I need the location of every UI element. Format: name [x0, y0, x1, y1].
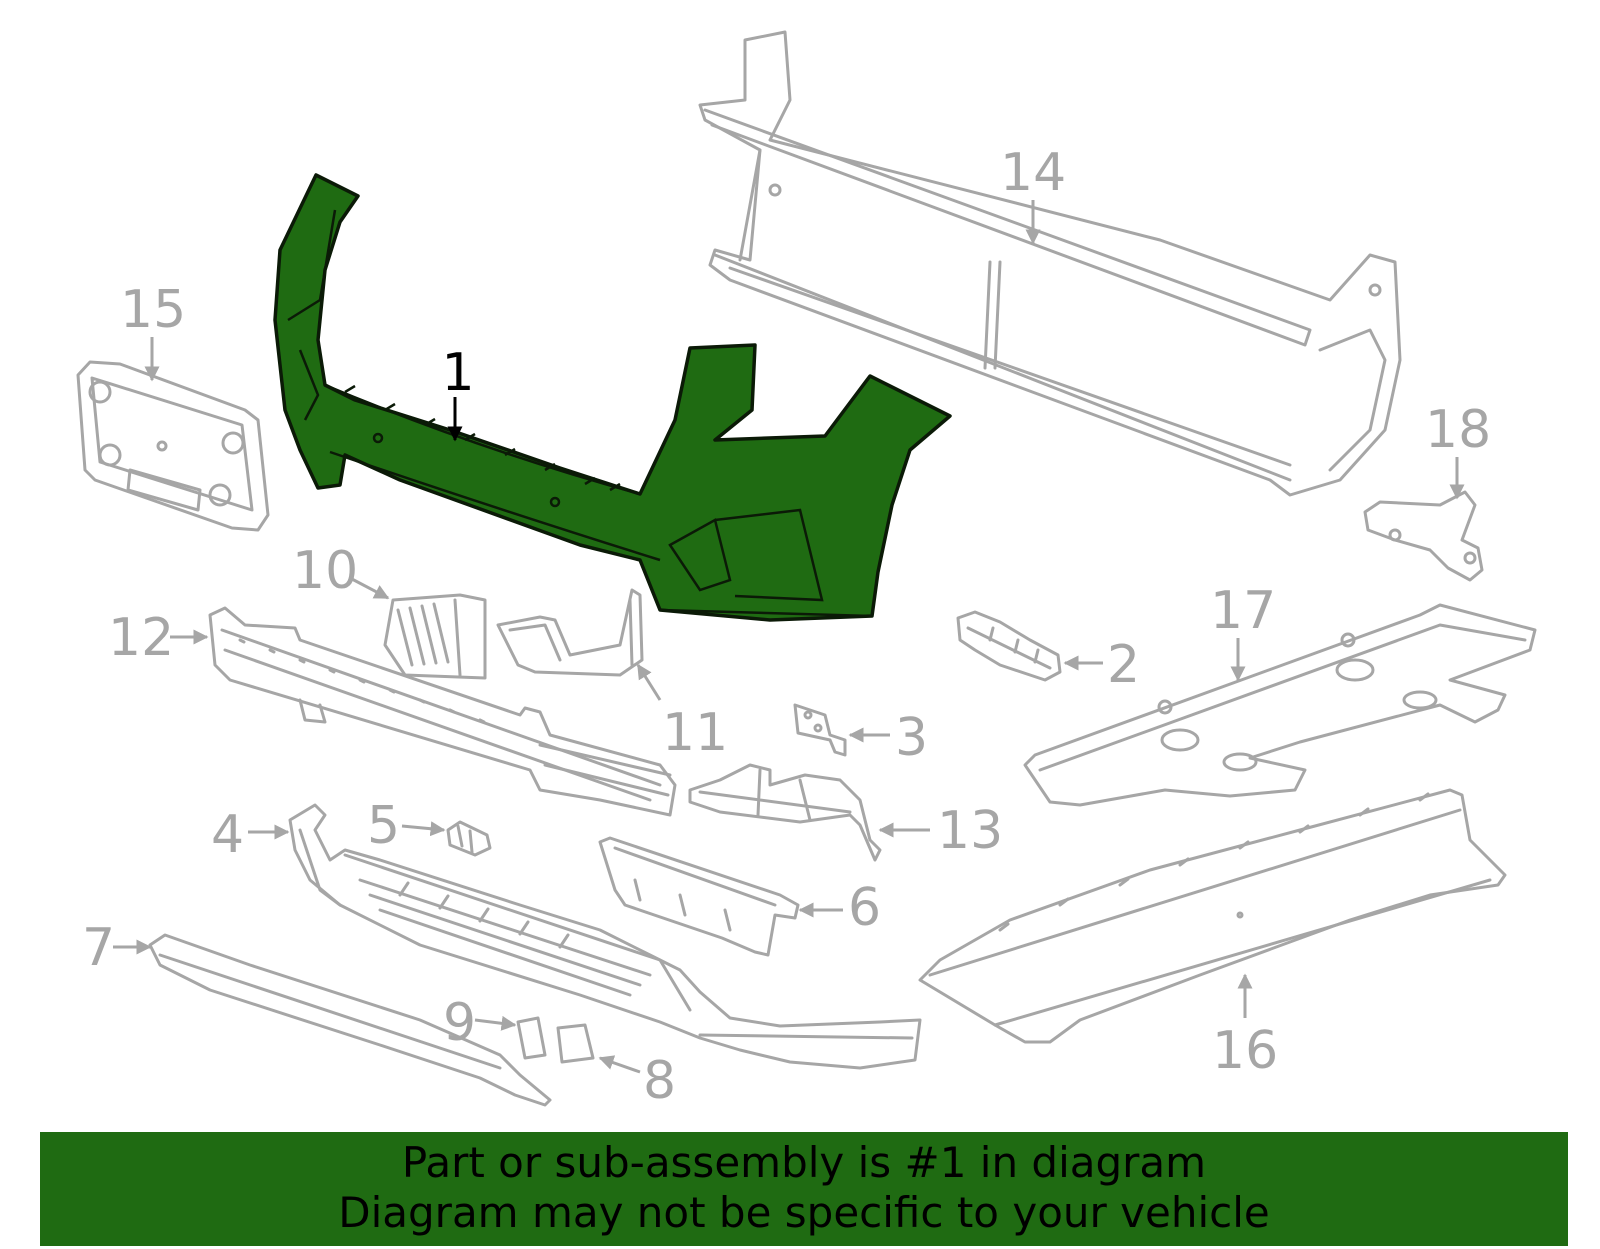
callout-16: 16: [1212, 1021, 1278, 1081]
part-7-molding[interactable]: [148, 933, 552, 1107]
part-17-deflector[interactable]: [1023, 603, 1537, 807]
callout-2: 2: [1107, 635, 1140, 695]
part-5-sensor[interactable]: [446, 820, 492, 857]
callout-13: 13: [937, 801, 1003, 861]
callout-10: 10: [292, 541, 358, 601]
banner-line-1: Part or sub-assembly is #1 in diagram: [401, 1138, 1207, 1187]
leader-8: [598, 1055, 641, 1074]
callout-4: 4: [211, 805, 244, 865]
part-13-bracket[interactable]: [688, 763, 882, 862]
part-14-radiator-support[interactable]: [698, 30, 1402, 497]
part-6-bracket[interactable]: [598, 836, 800, 957]
leader-10: [349, 576, 390, 600]
part-4-lower-grille[interactable]: [288, 803, 922, 1070]
callout-1: 1: [441, 343, 474, 403]
callout-5: 5: [367, 796, 400, 856]
callout-15: 15: [120, 280, 186, 340]
callout-11: 11: [662, 703, 728, 763]
part-1-bumper-cover[interactable]: [273, 173, 952, 622]
callout-18: 18: [1425, 400, 1491, 460]
leader-11: [636, 663, 662, 701]
part-8-cover[interactable]: [556, 1023, 595, 1064]
part-9-cover[interactable]: [516, 1016, 547, 1060]
part-10-fog-lamp-bezel[interactable]: [383, 593, 487, 680]
leader-5: [401, 821, 446, 837]
part-18-bracket[interactable]: [1363, 490, 1484, 582]
callout-9: 9: [443, 993, 476, 1053]
part-3-bracket[interactable]: [793, 703, 847, 757]
callout-12: 12: [108, 608, 174, 668]
callout-14: 14: [1000, 143, 1066, 203]
callout-3: 3: [895, 708, 928, 768]
callout-8: 8: [643, 1051, 676, 1111]
part-15-license-plate-bracket[interactable]: [76, 360, 270, 532]
info-banner: Part or sub-assembly is #1 in diagram Di…: [40, 1132, 1568, 1246]
callout-17: 17: [1210, 581, 1276, 641]
callout-6: 6: [848, 878, 881, 938]
part-12-impact-bar[interactable]: [208, 606, 677, 817]
part-16-skid-plate[interactable]: [918, 788, 1507, 1044]
callout-7: 7: [82, 918, 115, 978]
banner-line-2: Diagram may not be specific to your vehi…: [338, 1188, 1270, 1237]
part-11-fog-lamp-trim[interactable]: [496, 588, 644, 677]
leader-9: [474, 1015, 517, 1031]
part-2-bracket[interactable]: [956, 610, 1062, 682]
